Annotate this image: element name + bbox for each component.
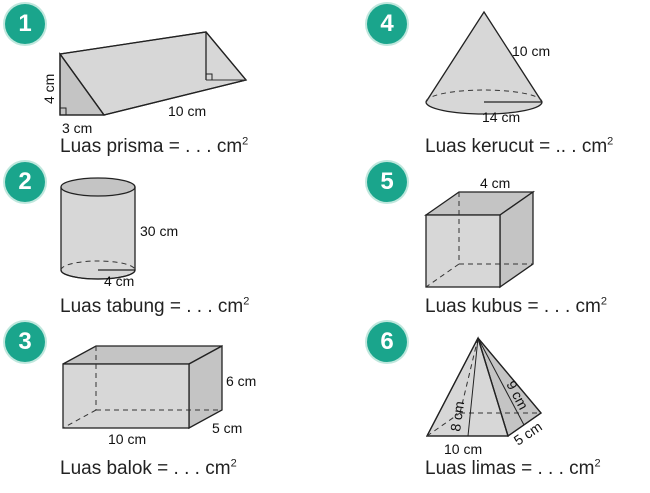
cone-area-question: Luas kerucut = .. . cm2 <box>425 135 614 157</box>
prism-area-question: Luas prisma = . . . cm2 <box>60 135 249 157</box>
problem-number-badge: 1 <box>5 4 45 44</box>
cuboid-width-label: 5 cm <box>212 420 242 436</box>
problem-number-badge: 2 <box>5 162 45 202</box>
prism-length-label: 10 cm <box>168 103 206 119</box>
problem-number-badge: 5 <box>367 162 407 202</box>
cylinder-area-question: Luas tabung = . . . cm2 <box>60 295 250 317</box>
problem-number-badge: 3 <box>5 322 45 362</box>
cone-diameter-label: 14 cm <box>482 109 520 125</box>
pyramid-area-question: Luas limas = . . . cm2 <box>425 457 601 479</box>
prism-height-label: 4 cm <box>41 74 57 104</box>
cylinder-radius-label: 4 cm <box>104 273 134 289</box>
triangular-prism-figure: 4 cm 3 cm 10 cm <box>41 31 248 136</box>
cone-slant-label: 10 cm <box>512 43 550 59</box>
cone-figure: 10 cm 14 cm <box>425 10 550 125</box>
cylinder-figure: 30 cm 4 cm <box>60 177 178 289</box>
cuboid-height-label: 6 cm <box>226 373 256 389</box>
pyramid-front-slant-label: 8 cm <box>447 400 467 432</box>
cuboid-area-question: Luas balok = . . . cm2 <box>60 457 237 479</box>
cuboid-length-label: 10 cm <box>108 431 146 447</box>
problem-number-badge: 6 <box>367 322 407 362</box>
cube-side-label: 4 cm <box>480 175 510 191</box>
cube-figure: 4 cm <box>423 175 536 289</box>
cuboid-figure: 6 cm 10 cm 5 cm <box>62 344 256 447</box>
cylinder-height-label: 30 cm <box>140 223 178 239</box>
prism-base-label: 3 cm <box>62 120 92 136</box>
cube-area-question: Luas kubus = . . . cm2 <box>425 295 607 317</box>
pyramid-base-length-label: 10 cm <box>444 441 482 457</box>
pyramid-figure: 8 cm 9 cm 10 cm 5 cm <box>425 336 545 457</box>
problem-number-badge: 4 <box>367 4 407 44</box>
